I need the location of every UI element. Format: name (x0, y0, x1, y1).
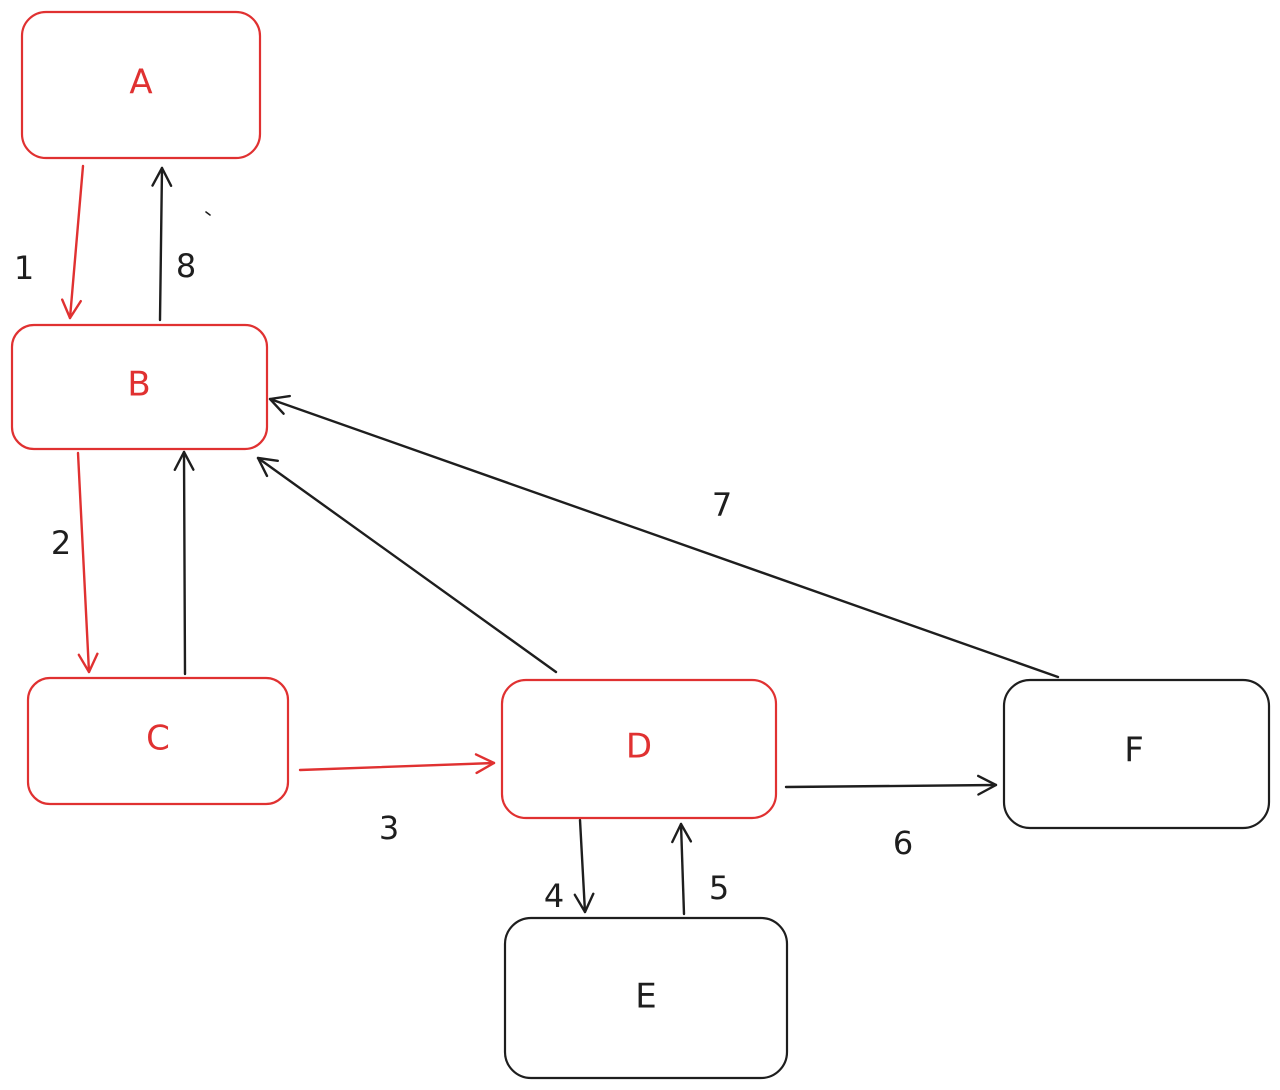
edge-d-to-e (573, 818, 595, 914)
node-c: C (26, 676, 290, 806)
node-box (26, 676, 290, 806)
node-box (20, 10, 262, 160)
arrowhead (61, 298, 82, 320)
node-label: D (626, 727, 652, 767)
edge-line (784, 783, 998, 789)
node-a: A (20, 10, 262, 160)
edges-layer (61, 164, 1060, 916)
edge-label-1: 1 (14, 249, 34, 287)
edge-b-to-a (151, 166, 173, 322)
edge-line (679, 822, 686, 916)
arrowhead (151, 166, 173, 187)
node-label: F (1124, 731, 1144, 771)
arrowhead (977, 774, 998, 796)
arrowhead (173, 450, 195, 471)
node-d: D (500, 678, 778, 820)
node-label: E (635, 977, 656, 1017)
node-box (1002, 678, 1271, 830)
edge-label-8: 8 (176, 247, 196, 285)
edge-line (268, 397, 1060, 679)
edge-labels-layer: 1 2 3 4 5 6 7 8 (14, 247, 913, 915)
edge-line (68, 164, 85, 320)
edge-b-to-c (76, 451, 99, 674)
edge-label-5: 5 (709, 869, 729, 907)
edge-d-to-b (256, 456, 558, 674)
node-b: B (10, 323, 269, 451)
node-box (503, 916, 789, 1080)
edge-a-to-b (61, 164, 85, 320)
arrowhead (474, 753, 496, 775)
node-label: A (129, 63, 152, 103)
stray-mark (205, 211, 211, 216)
edge-line (182, 450, 187, 676)
edge-line (158, 166, 164, 322)
arrowhead (671, 822, 693, 844)
edge-c-to-b (173, 450, 195, 676)
edge-f-to-b (268, 394, 1060, 679)
edge-label-4: 4 (544, 877, 564, 915)
edge-line (256, 456, 558, 674)
edge-label-7: 7 (712, 486, 732, 524)
arrowhead (573, 892, 595, 914)
arrowhead (268, 394, 291, 415)
node-box (500, 678, 778, 820)
edge-line (76, 451, 91, 674)
edge-line (298, 761, 496, 772)
node-e: E (503, 916, 789, 1080)
edge-e-to-d (671, 822, 693, 916)
node-f: F (1002, 678, 1271, 830)
arrowhead (256, 456, 279, 478)
edge-label-2: 2 (51, 524, 71, 562)
edge-c-to-d (298, 753, 496, 775)
edge-line (578, 818, 587, 914)
edge-label-3: 3 (379, 809, 399, 847)
edge-label-6: 6 (893, 824, 913, 862)
node-label: C (146, 719, 170, 759)
node-label: B (127, 365, 150, 405)
node-box (10, 323, 269, 451)
arrowhead (77, 652, 99, 674)
nodes-layer: A B C D E F (10, 10, 1271, 1080)
edge-d-to-f (784, 774, 998, 796)
